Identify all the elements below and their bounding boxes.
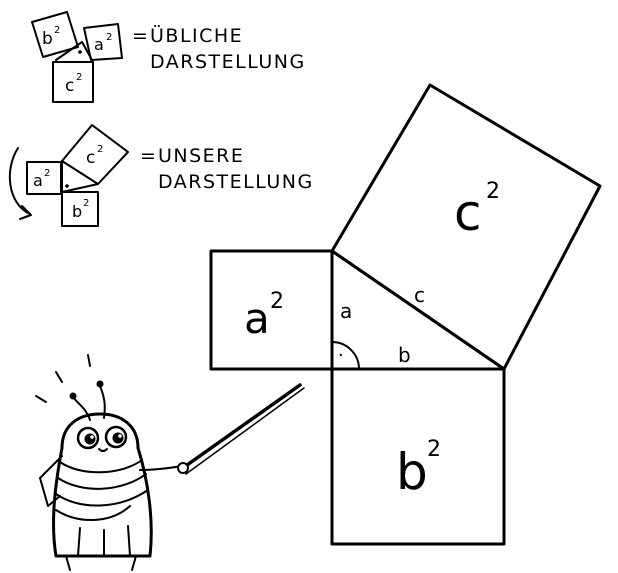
legend-ours-square-c bbox=[61, 124, 129, 185]
scarf-wrap-2 bbox=[57, 473, 147, 490]
scarf-wrap-4 bbox=[55, 505, 131, 521]
legend-ours-diagram: a 2 c 2 b 2 bbox=[8, 124, 129, 227]
legend-usual: b 2 a 2 c 2 = ÜBLICHE DARSTELLUNG bbox=[31, 11, 306, 103]
pupil-left bbox=[84, 433, 96, 445]
legend-usual-right-angle-dot bbox=[78, 50, 82, 54]
legend-usual-c-exp: 2 bbox=[76, 72, 82, 83]
pointer-stick-edge bbox=[185, 387, 305, 475]
scarf-wrap-3 bbox=[55, 489, 149, 507]
side-c-label: c bbox=[414, 283, 425, 307]
legend-ours-right-angle-dot bbox=[65, 184, 69, 188]
antenna-left-tip bbox=[69, 392, 77, 400]
square-a-exp: 2 bbox=[270, 289, 284, 314]
legend-ours-a-exp: 2 bbox=[44, 168, 50, 179]
square-c-label: c bbox=[454, 184, 482, 242]
antenna-left bbox=[73, 397, 91, 421]
legend-ours-rotation-arrow bbox=[8, 147, 31, 215]
legend-ours-square-b bbox=[61, 191, 99, 227]
antenna-right-tip bbox=[96, 380, 104, 388]
character-head bbox=[60, 412, 140, 450]
square-b-exp: 2 bbox=[427, 437, 441, 462]
smile bbox=[98, 448, 108, 452]
legend-usual-b-exp: 2 bbox=[54, 25, 60, 36]
legend-usual-square-a bbox=[83, 23, 123, 61]
legend-usual-triangle bbox=[55, 41, 93, 61]
legend-ours: a 2 c 2 b 2 = UNSERE DARSTELLUNG bbox=[8, 124, 314, 227]
legend-usual-square-b bbox=[31, 11, 79, 58]
legend-ours-arrow-head-icon bbox=[19, 205, 32, 220]
right-angle-dot: · bbox=[338, 345, 344, 366]
legend-usual-equals: = bbox=[132, 25, 149, 47]
legend-usual-line2: DARSTELLUNG bbox=[150, 51, 306, 73]
legend-ours-equals: = bbox=[140, 145, 157, 167]
legend-usual-line1: ÜBLICHE bbox=[150, 24, 243, 47]
side-b-label: b bbox=[398, 343, 411, 367]
foot-left bbox=[65, 555, 71, 571]
legend-usual-a-exp: 2 bbox=[106, 32, 112, 43]
square-a bbox=[209, 249, 334, 371]
excitement-marks bbox=[35, 354, 91, 403]
hand bbox=[177, 462, 189, 474]
legend-ours-c-label: c bbox=[86, 148, 95, 168]
square-c-exp: 2 bbox=[486, 179, 500, 204]
legend-ours-b-label: b bbox=[72, 202, 82, 221]
legend-ours-line1: UNSERE bbox=[158, 145, 244, 167]
foot-right bbox=[131, 555, 137, 571]
legend-ours-b-exp: 2 bbox=[83, 198, 89, 209]
scarf-tail bbox=[39, 455, 63, 507]
legend-usual-square-c bbox=[52, 61, 94, 103]
legend-ours-c-exp: 2 bbox=[97, 144, 103, 155]
legend-usual-c-label: c bbox=[65, 76, 74, 96]
side-a-label: a bbox=[340, 299, 352, 323]
legend-ours-a-label: a bbox=[33, 171, 43, 190]
square-b bbox=[330, 367, 506, 546]
main-figure: · a b c a 2 b 2 c 2 bbox=[209, 83, 602, 546]
triangle-hypotenuse bbox=[330, 249, 506, 371]
arm bbox=[139, 465, 183, 471]
legend-ours-line2: DARSTELLUNG bbox=[158, 171, 314, 193]
legend-usual-a-label: a bbox=[94, 35, 104, 54]
square-b-label: b bbox=[396, 443, 428, 501]
right-angle-arc bbox=[331, 341, 360, 370]
pupil-right bbox=[112, 432, 124, 444]
square-a-label: a bbox=[244, 294, 270, 343]
legend-usual-diagram: b 2 a 2 c 2 bbox=[31, 11, 123, 103]
legend-ours-triangle bbox=[61, 160, 99, 193]
scarf-wrap-1 bbox=[59, 459, 143, 474]
pointer-stick bbox=[178, 383, 302, 472]
legend-usual-b-label: b bbox=[42, 29, 53, 49]
teacher-character bbox=[35, 354, 305, 571]
